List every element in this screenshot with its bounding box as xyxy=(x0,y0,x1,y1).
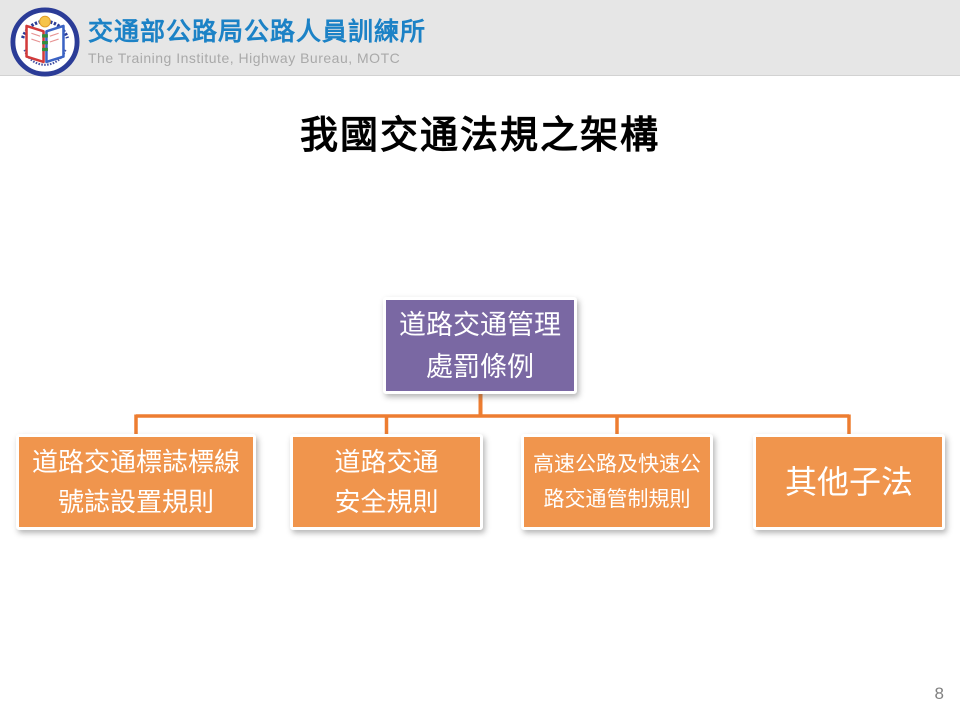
child-node-1-line1: 道路交通標誌標線 xyxy=(31,447,240,477)
header-text-block: 交通部公路局公路人員訓練所 The Training Institute, Hi… xyxy=(88,18,426,67)
diagram-child-node-4: 其他子法 xyxy=(753,434,945,530)
child-node-2-line1: 道路交通 xyxy=(334,447,439,477)
slide-title: 我國交通法規之架構 xyxy=(299,115,660,157)
page-number: 8 xyxy=(934,684,944,703)
diagram-child-node-2: 道路交通 安全規則 xyxy=(290,434,483,530)
diagram-child-node-1: 道路交通標誌標線 號誌設置規則 xyxy=(16,434,256,530)
child-node-1-line2: 號誌設置規則 xyxy=(57,487,214,517)
diagram-root-node: 道路交通管理 處罰條例 xyxy=(383,297,577,394)
header-title: 交通部公路局公路人員訓練所 xyxy=(88,18,427,46)
root-node-line1: 道路交通管理 xyxy=(399,309,561,340)
child-node-3-line2: 路交通管制規則 xyxy=(543,488,691,511)
header-subtitle: The Training Institute, Highway Bureau, … xyxy=(88,50,401,66)
root-node-line2: 處罰條例 xyxy=(426,351,534,382)
child-node-2-line2: 安全規則 xyxy=(334,487,439,517)
training-institute-logo-icon xyxy=(10,7,80,77)
header-band: 交通部公路局公路人員訓練所 The Training Institute, Hi… xyxy=(0,0,960,77)
child-node-3-line1: 高速公路及快速公 xyxy=(533,453,701,476)
diagram-child-node-3: 高速公路及快速公 路交通管制規則 xyxy=(521,434,713,530)
child-node-4-line1: 其他子法 xyxy=(784,464,913,500)
